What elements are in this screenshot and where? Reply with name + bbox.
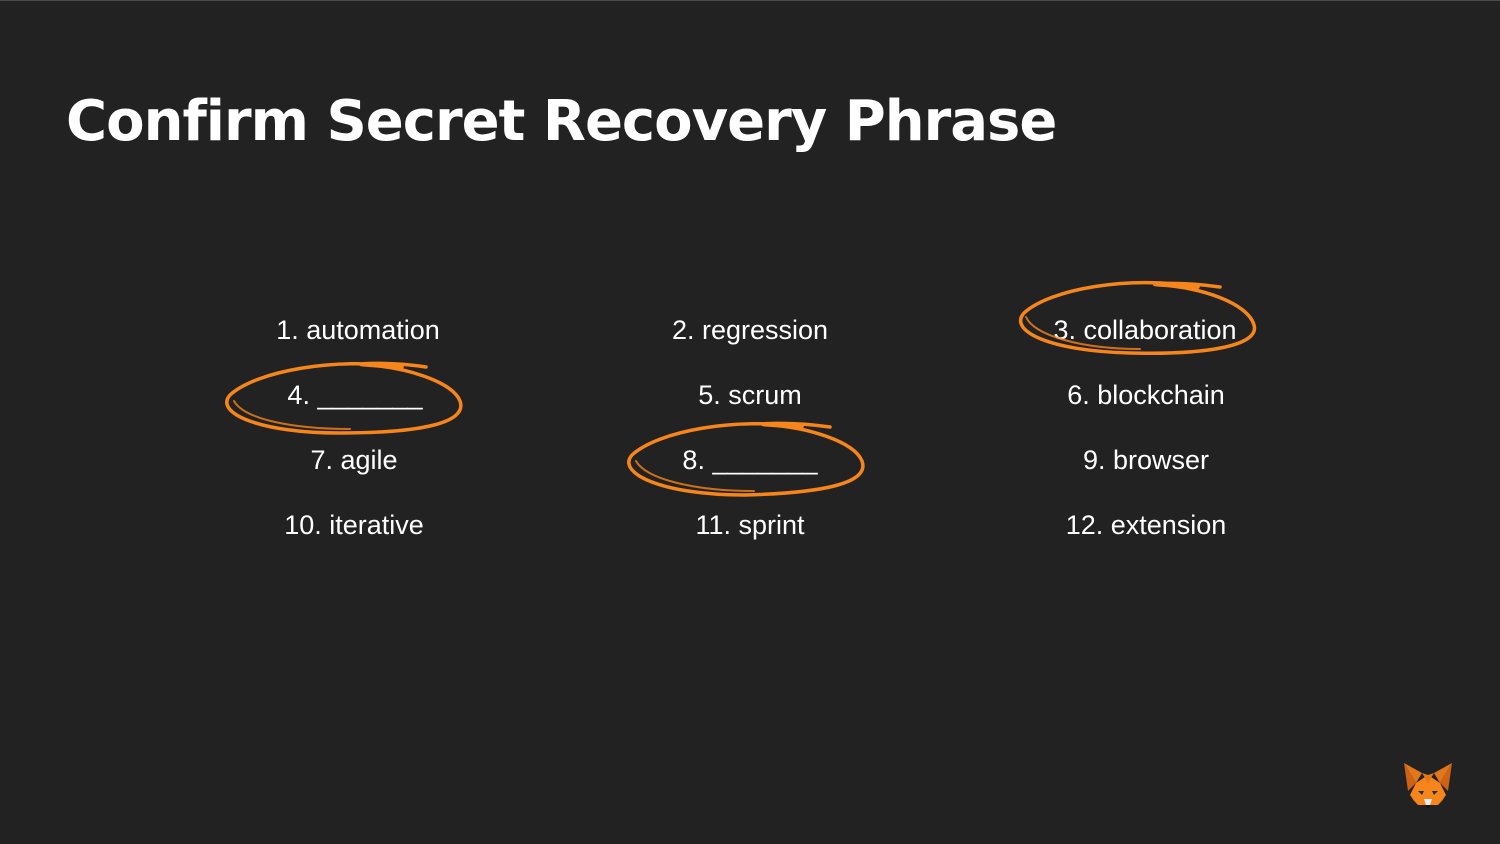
phrase-word-4-blank[interactable]: 4. _______ [287,380,423,410]
metamask-fox-icon [1404,763,1452,808]
phrase-word-8-blank[interactable]: 8. _______ [682,445,818,475]
phrase-word-5: 5. scrum [698,380,802,410]
phrase-word-3: 3. collaboration [1053,315,1237,345]
phrase-word-9: 9. browser [1082,445,1210,475]
phrase-word-12: 12. extension [1065,510,1227,540]
phrase-word-11: 11. sprint [695,510,805,540]
page-title: Confirm Secret Recovery Phrase [66,89,1057,154]
phrase-word-10: 10. iterative [284,510,424,540]
phrase-word-1: 1. automation [276,315,440,345]
phrase-word-7: 7. agile [310,445,398,475]
phrase-word-2: 2. regression [671,315,829,345]
phrase-word-6: 6. blockchain [1067,380,1225,410]
